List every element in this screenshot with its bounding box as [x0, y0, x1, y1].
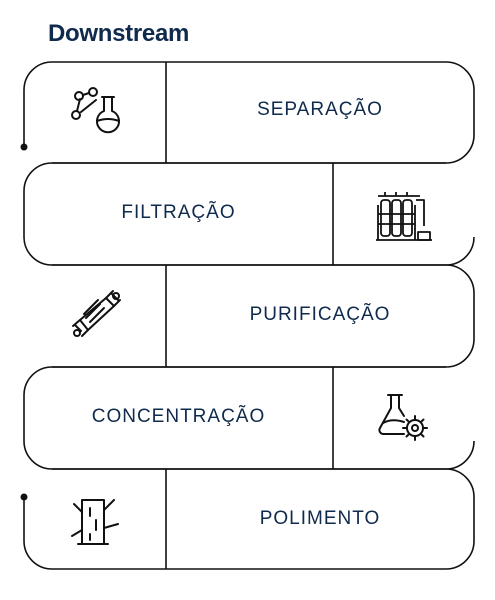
- molecule-flask-icon: [71, 87, 120, 134]
- step-box-concentracao: [23, 366, 475, 470]
- step-box-polimento: [23, 468, 475, 570]
- step-label-separacao: SEPARAÇÃO: [257, 99, 383, 120]
- chromatography-column-icon: [72, 290, 121, 337]
- flask-gear-icon: [378, 394, 428, 441]
- start-dot: [20, 143, 28, 151]
- step-box-filtracao: [23, 162, 475, 266]
- step-label-polimento: POLIMENTO: [259, 508, 381, 529]
- filtration-machine-icon: [376, 192, 432, 241]
- log-icon: [71, 499, 119, 545]
- diagram-title: Downstream: [48, 20, 190, 47]
- step-label-filtracao: FILTRAÇÃO: [121, 202, 236, 223]
- step-box-purificacao: [52, 264, 475, 368]
- end-dot: [20, 493, 28, 501]
- step-label-purificacao: PURIFICAÇÃO: [249, 304, 391, 325]
- step-box-separacao: [23, 61, 475, 164]
- step-label-concentracao: CONCENTRAÇÃO: [91, 406, 266, 427]
